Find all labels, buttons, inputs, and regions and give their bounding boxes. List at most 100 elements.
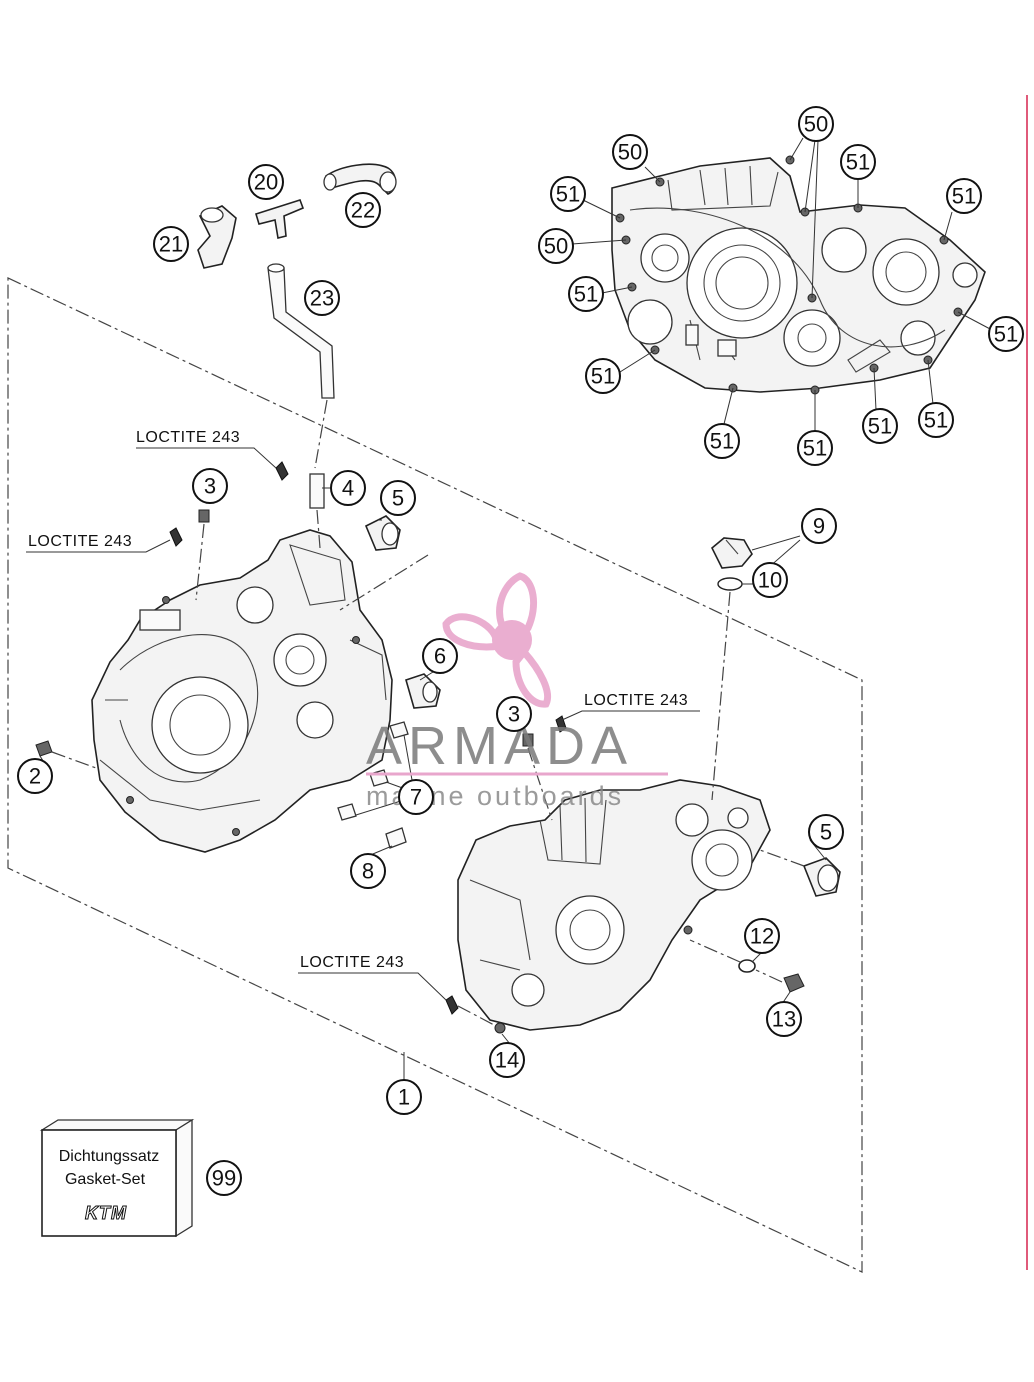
svg-text:51: 51 (803, 436, 827, 461)
callout-13[interactable]: 13 (766, 1001, 802, 1037)
svg-text:51: 51 (556, 182, 580, 207)
callout-1[interactable]: 1 (386, 1079, 422, 1115)
callout-22[interactable]: 22 (345, 192, 381, 228)
gasket-kit-line2: Gasket-Set (65, 1171, 146, 1188)
callout-50a[interactable]: 50 (612, 134, 648, 170)
callout-51f[interactable]: 51 (862, 408, 898, 444)
o-ring-10 (711, 539, 801, 801)
callout-9[interactable]: 9 (801, 508, 837, 544)
callout-51b[interactable]: 51 (568, 276, 604, 312)
svg-text:2: 2 (29, 764, 41, 789)
callout-51g[interactable]: 51 (918, 402, 954, 438)
callout-51c[interactable]: 51 (585, 358, 621, 394)
loctite-drop (275, 461, 289, 481)
svg-text:LOCTITE 243: LOCTITE 243 (300, 954, 404, 971)
svg-text:20: 20 (254, 170, 278, 195)
svg-text:10: 10 (758, 568, 782, 593)
callout-51h[interactable]: 51 (988, 316, 1024, 352)
callout-7[interactable]: 7 (398, 779, 434, 815)
assembly-frame (7, 277, 863, 1273)
propeller-logo (442, 572, 551, 708)
svg-text:KTM: KTM (85, 1203, 127, 1223)
ktm-logo: KTM (85, 1203, 127, 1224)
callout-3b[interactable]: 3 (496, 696, 532, 732)
loctite-label-2: LOCTITE 243 (26, 533, 171, 553)
callout-3a[interactable]: 3 (192, 468, 228, 504)
svg-text:51: 51 (868, 414, 892, 439)
crankcase-right-half (457, 779, 771, 1034)
bushing-5-right (759, 849, 841, 897)
svg-text:6: 6 (434, 644, 446, 669)
svg-text:51: 51 (952, 184, 976, 209)
plug-screw-13 (755, 969, 805, 993)
svg-text:51: 51 (574, 282, 598, 307)
dowel-8 (385, 827, 407, 849)
callout-50b[interactable]: 50 (538, 228, 574, 264)
callout-10[interactable]: 10 (752, 562, 788, 598)
callout-50c[interactable]: 50 (798, 106, 834, 142)
svg-text:14: 14 (495, 1048, 519, 1073)
svg-text:51: 51 (710, 429, 734, 454)
oil-filler-plug-9 (711, 535, 801, 569)
gasket-kit-line1: Dichtungssatz (59, 1148, 160, 1165)
callout-21[interactable]: 21 (153, 226, 189, 262)
callout-14[interactable]: 14 (489, 1042, 525, 1078)
callout-51j[interactable]: 51 (840, 144, 876, 180)
callout-23[interactable]: 23 (304, 280, 340, 316)
svg-text:51: 51 (591, 364, 615, 389)
svg-text:51: 51 (924, 408, 948, 433)
callout-51d[interactable]: 51 (704, 423, 740, 459)
svg-text:7: 7 (410, 785, 422, 810)
plug-2 (35, 740, 97, 769)
screw-14-axis (457, 1005, 497, 1027)
svg-text:5: 5 (392, 486, 404, 511)
svg-text:5: 5 (820, 820, 832, 845)
callout-2[interactable]: 2 (17, 758, 53, 794)
screw-3-right (522, 715, 567, 821)
loctite-label-1: LOCTITE 243 (136, 429, 277, 469)
callout-99[interactable]: 99 (206, 1160, 242, 1196)
svg-text:9: 9 (813, 514, 825, 539)
callout-51a[interactable]: 51 (550, 176, 586, 212)
svg-text:LOCTITE 243: LOCTITE 243 (28, 533, 132, 550)
svg-text:LOCTITE 243: LOCTITE 243 (584, 692, 688, 709)
svg-text:50: 50 (618, 140, 642, 165)
svg-text:22: 22 (351, 198, 375, 223)
svg-text:12: 12 (750, 924, 774, 949)
svg-text:LOCTITE 243: LOCTITE 243 (136, 429, 240, 446)
loctite-label-3: LOCTITE 243 (561, 692, 700, 721)
callout-51e[interactable]: 51 (797, 430, 833, 466)
svg-text:23: 23 (310, 286, 334, 311)
svg-text:51: 51 (994, 322, 1018, 347)
loctite-drop (445, 995, 459, 1015)
bushing-6 (405, 673, 441, 709)
screw-3-left (169, 509, 210, 601)
breather-hoses (197, 163, 397, 469)
svg-text:21: 21 (159, 232, 183, 257)
callout-51i[interactable]: 51 (946, 178, 982, 214)
svg-text:50: 50 (544, 234, 568, 259)
svg-text:50: 50 (804, 112, 828, 137)
callout-20[interactable]: 20 (248, 164, 284, 200)
sealing-ring-12 (689, 939, 756, 973)
callout-5b[interactable]: 5 (808, 814, 844, 850)
callout-6[interactable]: 6 (422, 638, 458, 674)
svg-text:1: 1 (398, 1085, 410, 1110)
callout-5a[interactable]: 5 (380, 480, 416, 516)
svg-text:51: 51 (846, 150, 870, 175)
callout-8[interactable]: 8 (350, 853, 386, 889)
callout-4[interactable]: 4 (330, 470, 366, 506)
svg-text:13: 13 (772, 1007, 796, 1032)
callout-layer: 1 2 3 3 4 5 5 6 7 8 9 10 12 13 14 20 21 … (17, 106, 1024, 1196)
gasket-set-box: Dichtungssatz Gasket-Set KTM (39, 1118, 195, 1238)
bushing-5-left (339, 515, 429, 611)
svg-text:99: 99 (212, 1166, 236, 1191)
svg-text:8: 8 (362, 859, 374, 884)
callout-12[interactable]: 12 (744, 918, 780, 954)
watermark-title: ARMADA (366, 716, 633, 776)
svg-text:3: 3 (204, 474, 216, 499)
leaders-upper-right (571, 137, 993, 432)
crankcase-left-half (91, 529, 393, 853)
